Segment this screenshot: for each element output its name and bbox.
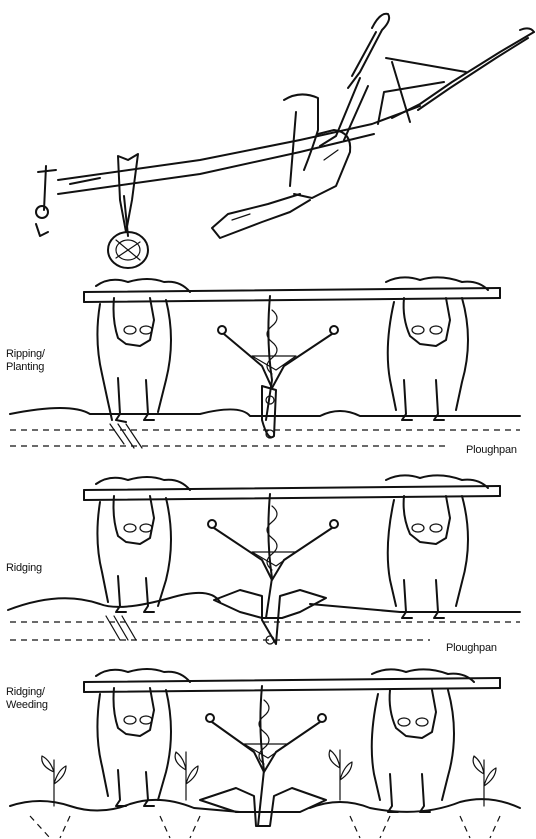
panel-label-ridging-weeding: Ridging/ Weeding bbox=[6, 686, 48, 712]
weeder-implement bbox=[200, 686, 326, 826]
panel-label-line: Ridging/ bbox=[6, 686, 48, 699]
panel-label-line: Weeding bbox=[6, 699, 48, 712]
ox-right-3 bbox=[372, 669, 474, 812]
ox-left-3 bbox=[96, 669, 190, 806]
crop-seedlings bbox=[42, 750, 496, 806]
